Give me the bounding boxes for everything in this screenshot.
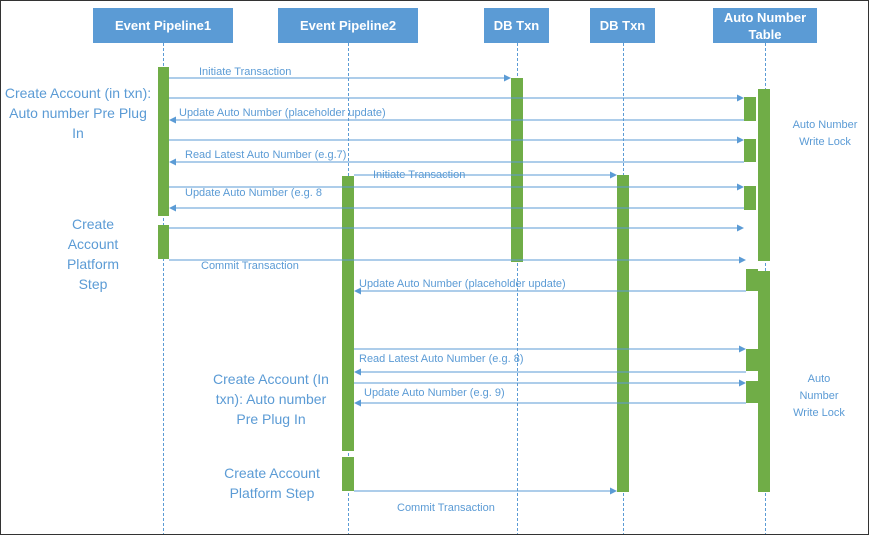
note-ep2-preplugin: Create Account (In txn): Auto number Pre… bbox=[213, 371, 329, 427]
activation-ep2-plugin bbox=[342, 176, 354, 451]
message-label: Initiate Transaction bbox=[373, 169, 466, 181]
lifeline-header-ep1: Event Pipeline1 bbox=[93, 8, 233, 43]
activation-ant-step bbox=[744, 97, 756, 121]
lifeline-label: Auto Number Table bbox=[723, 9, 807, 42]
message-arrow-head bbox=[737, 183, 744, 191]
lifeline-header-db2: DB Txn bbox=[590, 8, 655, 43]
message-label: Initiate Transaction bbox=[199, 66, 292, 78]
activation-ant-step bbox=[746, 269, 758, 291]
message-arrow-head bbox=[169, 116, 176, 124]
lifeline-label: Event Pipeline1 bbox=[114, 18, 212, 33]
message-arrow-head bbox=[169, 204, 176, 212]
message-label: Read Latest Auto Number (e.g.7) bbox=[185, 149, 347, 161]
activation-ant-lock1 bbox=[758, 89, 770, 261]
lifeline-label: Event Pipeline2 bbox=[299, 18, 397, 33]
activation-ant-step bbox=[744, 139, 756, 162]
note-lock1: Auto Number Write Lock bbox=[792, 119, 858, 148]
activation-ep2-platform bbox=[342, 457, 354, 491]
lifeline-db1 bbox=[517, 43, 518, 534]
message-label: Update Auto Number (placeholder update) bbox=[179, 107, 386, 119]
note-ep2-platform: Create Account Platform Step bbox=[224, 465, 320, 501]
lifeline-label: DB Txn bbox=[493, 18, 540, 33]
note-ep1-preplugin: Create Account (in txn): Auto number Pre… bbox=[4, 85, 152, 141]
activation-db1 bbox=[511, 78, 523, 262]
activation-ant-step bbox=[744, 186, 756, 210]
message-arrow-head bbox=[610, 171, 617, 179]
message-label: Read Latest Auto Number (e.g. 8) bbox=[359, 353, 524, 365]
message-arrow-head bbox=[739, 379, 746, 387]
note-lock2: Auto Number Write Lock bbox=[793, 373, 845, 419]
message-arrow-head bbox=[354, 399, 361, 407]
message-arrow-head bbox=[169, 158, 176, 166]
message-arrow-head bbox=[504, 74, 511, 82]
message-label: Commit Transaction bbox=[201, 260, 299, 272]
message-arrow-head bbox=[739, 256, 746, 264]
activation-ant-step bbox=[746, 349, 758, 371]
lifeline-header-ant: Auto Number Table bbox=[713, 8, 817, 43]
activation-ant-lock2 bbox=[758, 271, 770, 492]
message-label: Update Auto Number (placeholder update) bbox=[359, 278, 566, 290]
message-label: Update Auto Number (e.g. 8 bbox=[185, 187, 322, 199]
message-label: Commit Transaction bbox=[397, 502, 495, 514]
message-arrow-head bbox=[354, 368, 361, 376]
activation-db2 bbox=[617, 175, 629, 492]
message-arrow-head bbox=[737, 94, 744, 102]
lifeline-label: DB Txn bbox=[599, 18, 646, 33]
lifeline-ep1 bbox=[163, 43, 164, 534]
activation-ant-step bbox=[746, 381, 758, 403]
message-label: Update Auto Number (e.g. 9) bbox=[364, 387, 505, 399]
lifeline-header-db1: DB Txn bbox=[484, 8, 549, 43]
message-arrow-head bbox=[739, 345, 746, 353]
activation-ep1-plugin bbox=[158, 67, 169, 216]
message-arrow-head bbox=[737, 224, 744, 232]
activation-ep1-platform bbox=[158, 225, 169, 259]
message-arrow-head bbox=[610, 487, 617, 495]
note-ep1-platform: Create Account Platform Step bbox=[66, 216, 120, 292]
message-arrow-head bbox=[737, 136, 744, 144]
message-arrow-head bbox=[354, 287, 361, 295]
lifeline-header-ep2: Event Pipeline2 bbox=[278, 8, 418, 43]
